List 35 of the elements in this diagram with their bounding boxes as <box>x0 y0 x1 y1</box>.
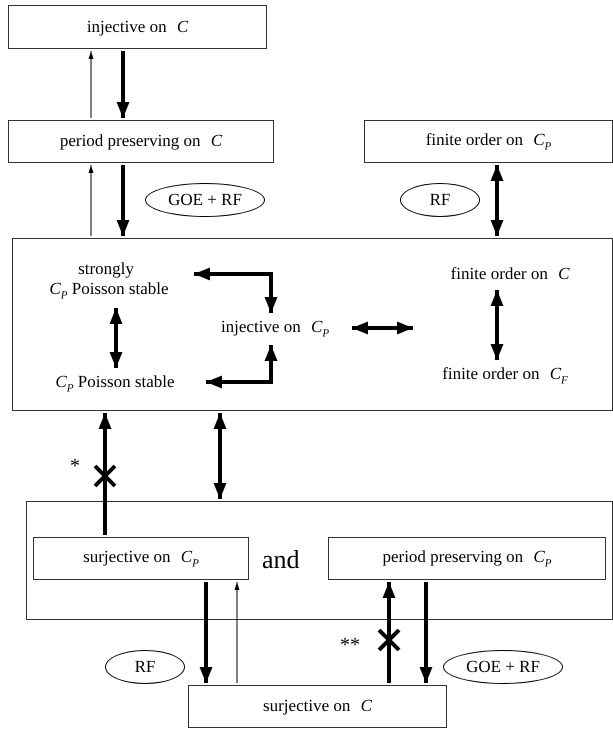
condition-oval: RF <box>400 183 480 217</box>
arrow <box>116 51 130 118</box>
statement-box: surjective on C$_{P}$ <box>33 537 249 580</box>
group-box <box>26 501 613 620</box>
condition-oval: GOE + RF <box>443 650 563 684</box>
arrow <box>352 322 413 334</box>
condition-oval: RF <box>105 650 185 684</box>
arrow <box>490 290 504 360</box>
condition-oval: GOE + RF <box>145 183 265 217</box>
conjunction-text: and <box>262 545 300 575</box>
statement-text: finite order on C$_{F}$ <box>442 364 568 388</box>
arrow <box>420 582 432 683</box>
arrow <box>382 582 396 683</box>
arrow <box>200 582 212 683</box>
statement-box: surjective on C <box>188 685 447 728</box>
statement-text: finite order on C <box>450 264 570 284</box>
arrow <box>194 268 278 313</box>
statement-box: period preserving on C <box>8 120 274 163</box>
statement-box: injective on C <box>8 5 267 49</box>
statement-box: finite order on C$_{P}$ <box>364 120 613 163</box>
arrow <box>214 413 226 499</box>
group-box <box>12 238 613 411</box>
statement-text: injective on C$_{P}$ <box>220 317 330 341</box>
statement-text: strongly <box>78 259 134 280</box>
arrow <box>88 50 94 118</box>
arrow <box>88 164 94 236</box>
arrow <box>206 345 278 388</box>
arrow <box>98 413 112 535</box>
statement-box: period preserving on C$_{P}$ <box>328 537 606 580</box>
arrow <box>110 308 122 368</box>
statement-text: C$_{P}$ Poisson stable <box>54 372 175 396</box>
statement-text: C$_{P}$ Poisson stable <box>48 279 169 303</box>
arrow <box>234 582 240 684</box>
arrow <box>116 165 130 236</box>
arrow <box>490 165 504 236</box>
